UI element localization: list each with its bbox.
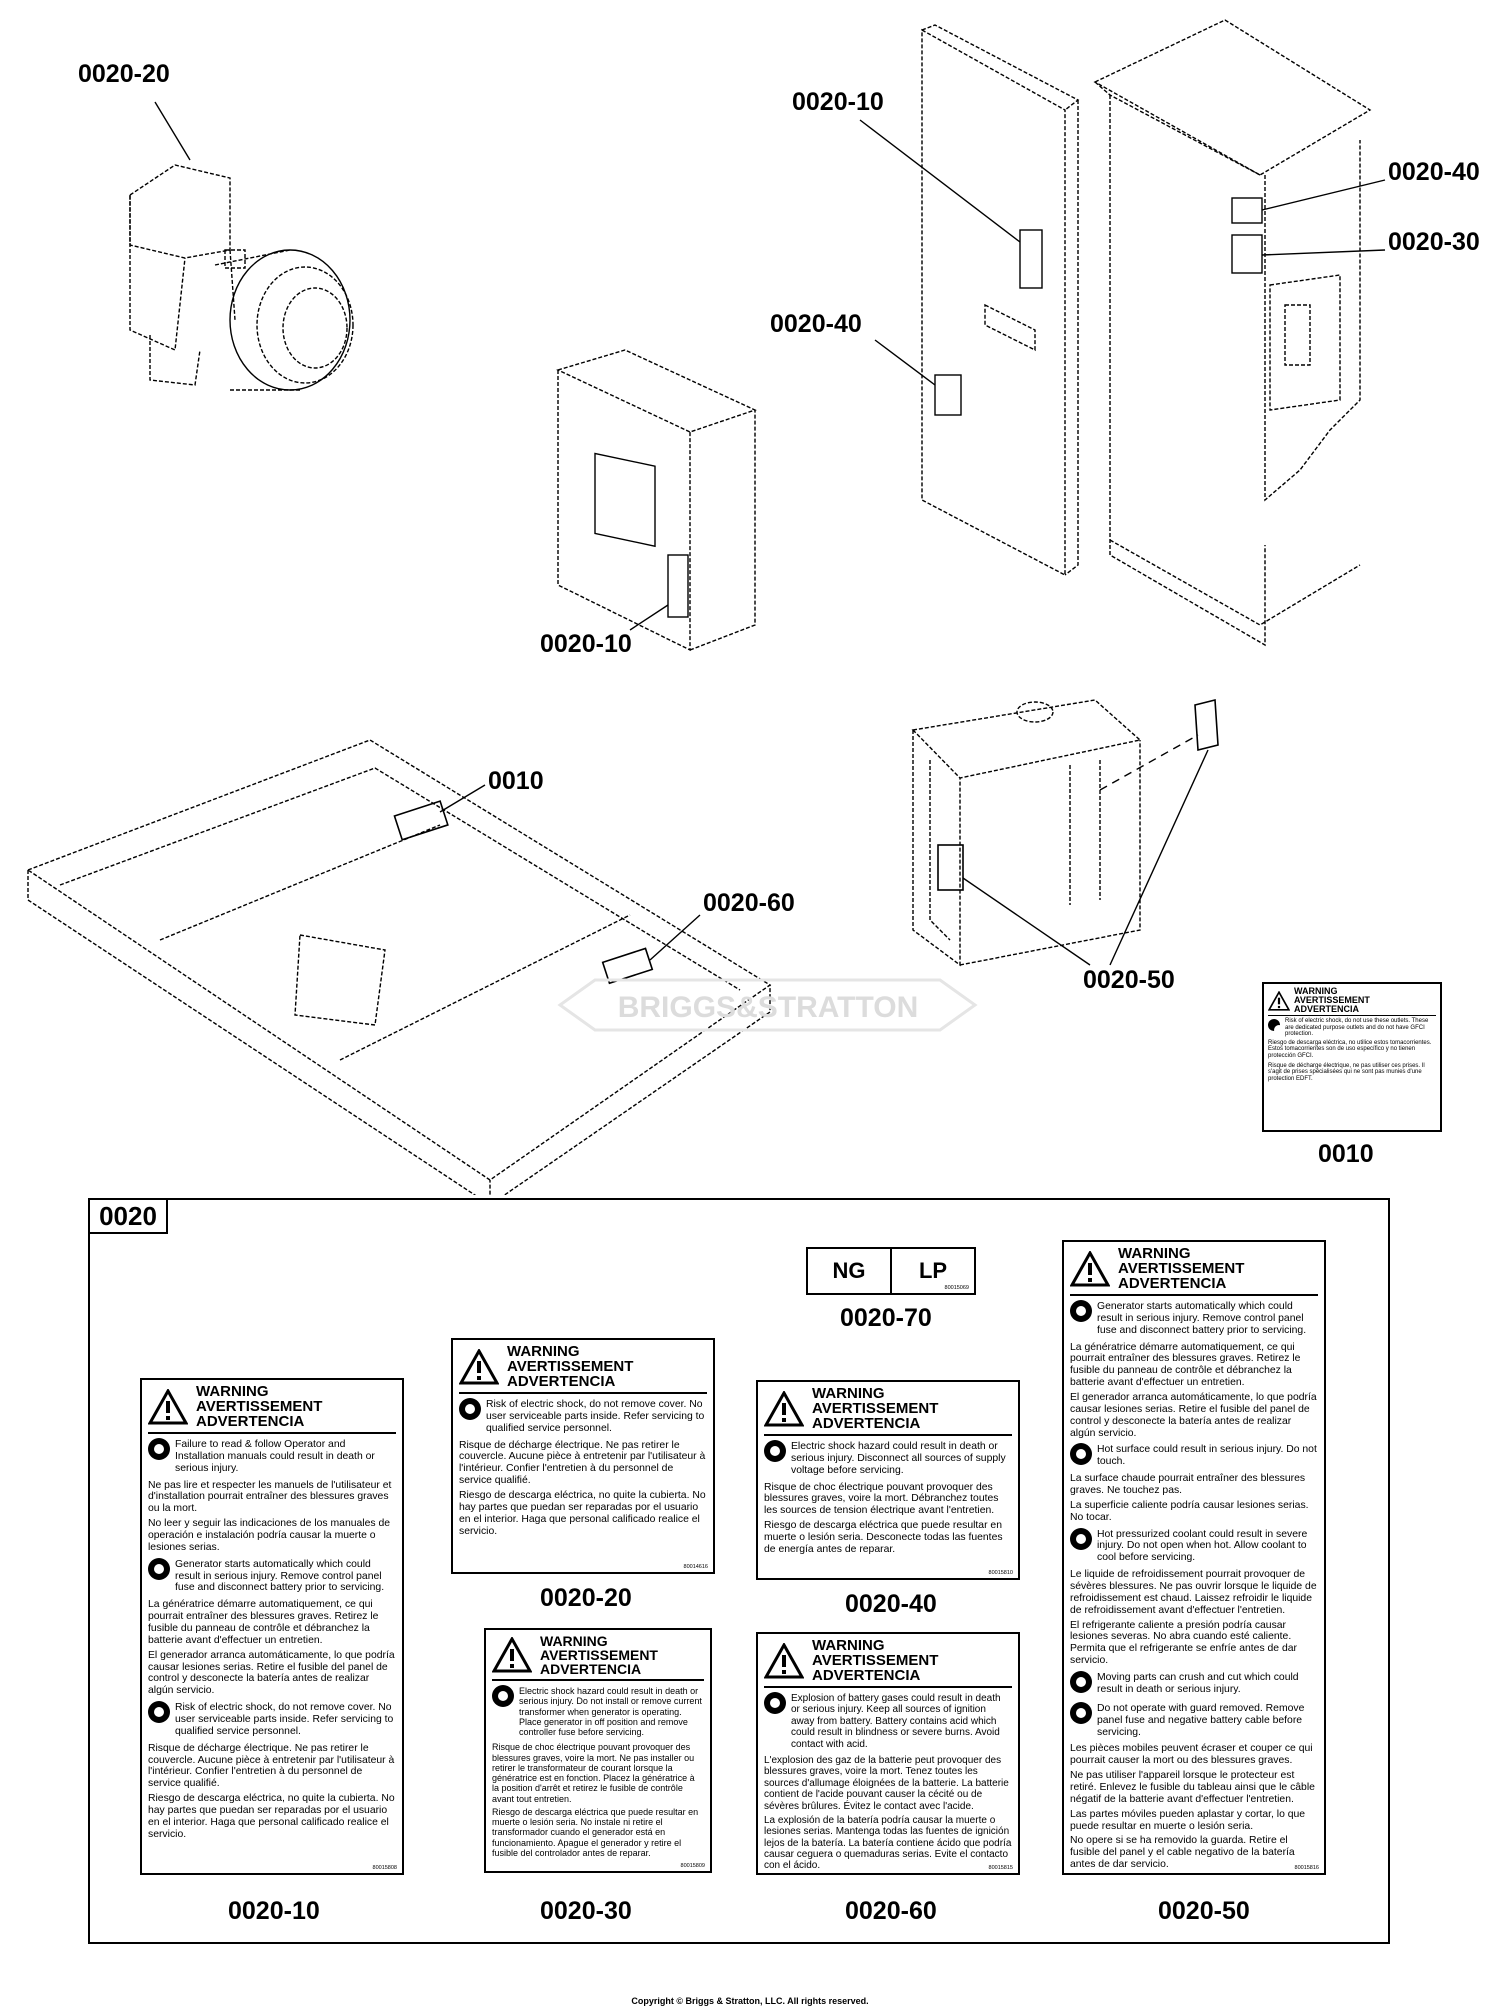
electric-shock-icon [492, 1685, 514, 1707]
warning-triangle-icon [492, 1637, 532, 1673]
warning-triangle-icon [764, 1390, 804, 1426]
leader-0020-40-box [1261, 179, 1386, 211]
leader-0010-frame [439, 784, 486, 813]
fuel-ng-label: NG [808, 1249, 892, 1293]
enclosure-box-drawing [1093, 19, 1372, 647]
group-tag: 0020 [88, 1198, 168, 1234]
hot-surface-icon [1070, 1443, 1092, 1466]
callout-label: 0010 [488, 767, 544, 795]
callout-label: 0010 [1318, 1140, 1374, 1168]
warning-triangle-icon [1070, 1250, 1110, 1286]
warning-triangle-icon [764, 1642, 804, 1678]
decal-code: 80015816 [1294, 1865, 1319, 1871]
watermark-text: BRIGGS&STRATTON [618, 991, 919, 1024]
callout-label: 0020-40 [1388, 158, 1480, 186]
decal-code: 80015808 [372, 1865, 397, 1871]
electric-shock-icon [148, 1701, 170, 1724]
base-frame-drawing [26, 739, 772, 1195]
callout-label: 0020-30 [1388, 228, 1480, 256]
leader-0020-10-box [629, 604, 669, 631]
decal-code: 80015810 [988, 1570, 1013, 1576]
label-0020-20: 0020-20 [540, 1584, 632, 1612]
manual-icon [148, 1438, 170, 1460]
alternator-drawing [129, 164, 354, 391]
decal-spot-0020-50-side [937, 844, 964, 891]
decal-code: 80015069 [944, 1285, 969, 1291]
label-0020-40: 0020-40 [845, 1590, 937, 1618]
moving-parts-icon [1070, 1671, 1092, 1694]
leader-0020-60-frame [649, 914, 701, 961]
exploded-parts-drawing: BRIGGS&STRATTON [26, 19, 1386, 1195]
leader-0020-40-panel [874, 339, 936, 386]
label-0020-10: 0020-10 [228, 1897, 320, 1925]
guard-removed-icon [1070, 1701, 1092, 1724]
decal-spot-0020-50-loose [1194, 698, 1219, 752]
leader-0020-30-box [1261, 249, 1386, 256]
label-0020-70: 0020-70 [840, 1304, 932, 1332]
electric-shock-icon [1268, 1019, 1284, 1035]
callout-label: 0020-40 [770, 310, 862, 338]
callout-label: 0020-20 [78, 60, 170, 88]
fuel-type-decal: NG LP 80015069 [806, 1247, 976, 1295]
label-0020-60: 0020-60 [845, 1897, 937, 1925]
callout-label: 0020-10 [792, 88, 884, 116]
decal-group-frame [88, 1198, 1390, 1944]
leader-0020-50-a [962, 877, 1091, 966]
auto-start-icon [148, 1557, 170, 1580]
electric-shock-icon [764, 1440, 786, 1462]
warning-triangle-icon [1268, 990, 1290, 1011]
control-box-drawing [556, 349, 757, 652]
leader-0020-10-panel [859, 119, 1021, 243]
hot-coolant-icon [1070, 1527, 1092, 1550]
callout-label: 0020-10 [540, 630, 632, 658]
label-0020-30: 0020-30 [540, 1897, 632, 1925]
label-0020-50: 0020-50 [1158, 1897, 1250, 1925]
decal-spot-0020-60 [601, 947, 654, 985]
warning-triangle-icon [459, 1348, 499, 1384]
fuel-lp-label: LP [918, 1258, 948, 1283]
radiator-drawing [911, 699, 1142, 967]
leader-dashed-0020-50 [1099, 734, 1199, 791]
battery-explosion-icon [764, 1692, 786, 1714]
leader-0020-50-b [1109, 749, 1209, 966]
warning-triangle-icon [148, 1388, 188, 1424]
decal-code: 80014616 [683, 1564, 708, 1570]
decal-code: 80015815 [988, 1865, 1013, 1871]
decal-code: 80015809 [680, 1863, 705, 1869]
watermark-logo [557, 978, 978, 1032]
copyright-footer: Copyright © Briggs & Stratton, LLC. All … [631, 1996, 869, 2006]
leader-0020-20 [154, 101, 191, 161]
decal-spot-0010 [393, 800, 449, 841]
enclosure-panel-drawing [921, 24, 1080, 577]
auto-start-icon [1070, 1300, 1092, 1322]
callout-label: 0020-60 [703, 889, 795, 917]
callout-label: 0020-50 [1083, 966, 1175, 994]
electric-shock-icon [459, 1398, 481, 1420]
